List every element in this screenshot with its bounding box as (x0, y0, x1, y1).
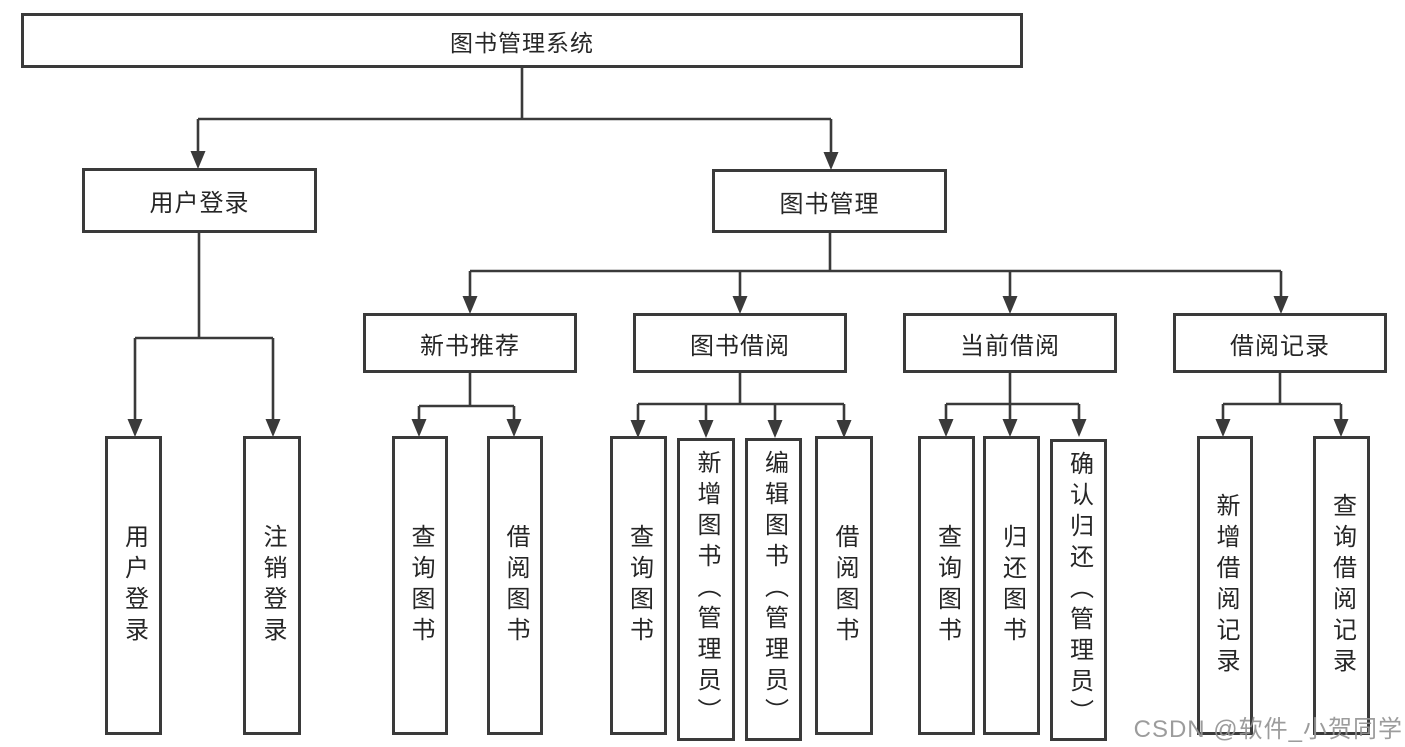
leaf-add-book-admin: 新增图书（管理员） (677, 438, 735, 741)
leaf-label: 用户登录 (120, 523, 148, 648)
leaf-query-books-borrow: 查询图书 (610, 436, 667, 735)
leaf-label: 查询图书 (933, 523, 961, 648)
node-book-management: 图书管理 (712, 169, 947, 233)
leaf-label: 归还图书 (998, 523, 1026, 648)
leaf-label: 借阅图书 (502, 523, 529, 648)
leaf-return-books: 归还图书 (983, 436, 1040, 735)
node-label: 图书管理 (779, 190, 880, 218)
leaf-label: 借阅图书 (831, 523, 858, 648)
leaf-edit-book-admin: 编辑图书（管理员） (745, 438, 802, 741)
node-user-login: 用户登录 (82, 168, 317, 233)
node-book-borrow: 图书借阅 (633, 313, 847, 373)
leaf-add-borrow-record: 新增借阅记录 (1197, 436, 1253, 735)
node-library-management-system: 图书管理系统 (21, 13, 1023, 68)
leaf-label: 查询图书 (407, 523, 434, 648)
leaf-query-books-current: 查询图书 (918, 436, 975, 735)
node-label: 新书推荐 (420, 332, 520, 360)
leaf-label: 新增图书（管理员） (693, 450, 720, 729)
connector-stems (133, 67, 1343, 425)
leaf-borrow-books-borrow: 借阅图书 (815, 436, 873, 735)
leaf-label: 确认归还（管理员） (1065, 450, 1093, 730)
leaf-confirm-return-admin: 确认归还（管理员） (1050, 439, 1107, 741)
leaf-borrow-books-recommend: 借阅图书 (487, 436, 543, 735)
node-new-book-recommend: 新书推荐 (363, 313, 577, 373)
leaf-query-borrow-record: 查询借阅记录 (1313, 436, 1370, 735)
node-label: 图书管理系统 (450, 29, 594, 56)
leaf-label: 新增借阅记录 (1212, 492, 1239, 679)
leaf-label: 编辑图书（管理员） (760, 450, 788, 729)
leaf-label: 注销登录 (259, 523, 286, 648)
leaf-user-login: 用户登录 (105, 436, 162, 735)
node-label: 图书借阅 (690, 332, 790, 360)
node-label: 用户登录 (149, 190, 250, 217)
leaf-logout: 注销登录 (243, 436, 301, 735)
node-current-borrow: 当前借阅 (903, 313, 1117, 373)
leaf-label: 查询借阅记录 (1328, 492, 1356, 679)
node-label: 借阅记录 (1230, 332, 1330, 360)
node-label: 当前借阅 (960, 332, 1060, 360)
leaf-label: 查询图书 (625, 523, 653, 648)
node-borrow-records: 借阅记录 (1173, 313, 1387, 373)
csdn-watermark: CSDN @软件_小贺同学 (1133, 716, 1403, 743)
leaf-query-books-recommend: 查询图书 (392, 436, 448, 735)
